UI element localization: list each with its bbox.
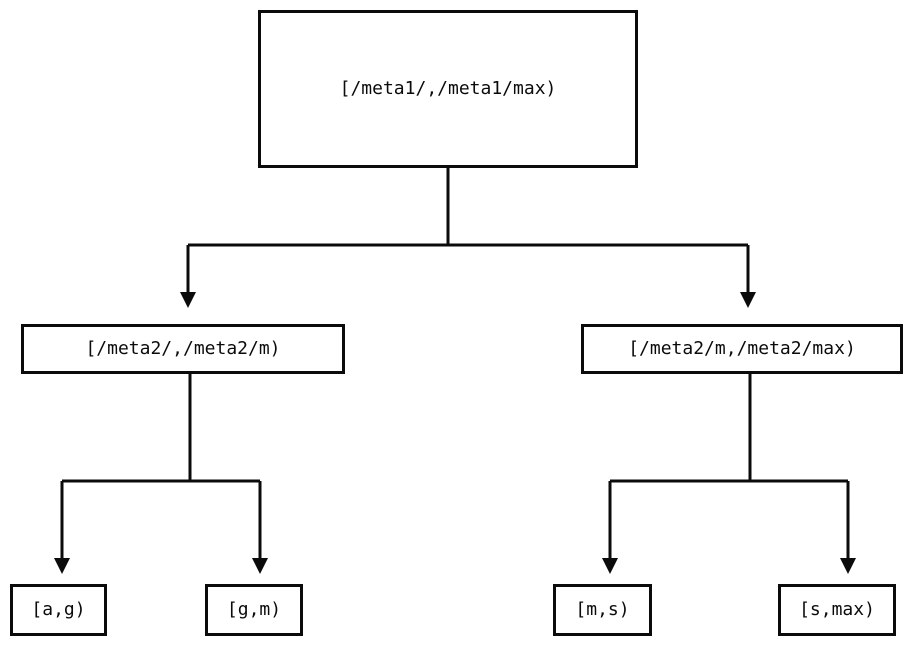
edge-mid-left-to-leaves [60, 374, 262, 559]
node-mid-left[interactable]: [/meta2/,/meta2/m) [21, 324, 345, 374]
node-leaf-g-m[interactable]: [g,m) [205, 584, 303, 636]
node-mid-left-label: [/meta2/,/meta2/m) [85, 338, 281, 359]
node-leaf-m-s-label: [m,s) [575, 599, 630, 620]
node-leaf-a-g-label: [a,g) [31, 599, 86, 620]
node-mid-right-label: [/meta2/m,/meta2/max) [628, 338, 856, 359]
node-leaf-m-s[interactable]: [m,s) [553, 584, 652, 636]
arrowhead-mid-right-to-leaf-m-s [602, 558, 618, 574]
node-root-label: [/meta1/,/meta1/max) [339, 78, 557, 99]
edge-mid-right-to-leaves [608, 374, 850, 559]
node-leaf-s-max[interactable]: [s,max) [778, 584, 896, 636]
arrowhead-mid-left-to-leaf-g-m [252, 558, 268, 574]
arrowhead-root-to-mid-left [180, 292, 196, 308]
node-leaf-a-g[interactable]: [a,g) [10, 584, 107, 636]
node-leaf-g-m-label: [g,m) [226, 599, 282, 620]
node-mid-right[interactable]: [/meta2/m,/meta2/max) [581, 324, 903, 374]
edge-root-to-mid-level [186, 168, 750, 293]
arrowhead-mid-left-to-leaf-a-g [54, 558, 70, 574]
node-leaf-s-max-label: [s,max) [799, 599, 875, 620]
arrowhead-mid-right-to-leaf-s-max [840, 558, 856, 574]
arrowhead-root-to-mid-right [740, 292, 756, 308]
node-root[interactable]: [/meta1/,/meta1/max) [258, 10, 638, 168]
